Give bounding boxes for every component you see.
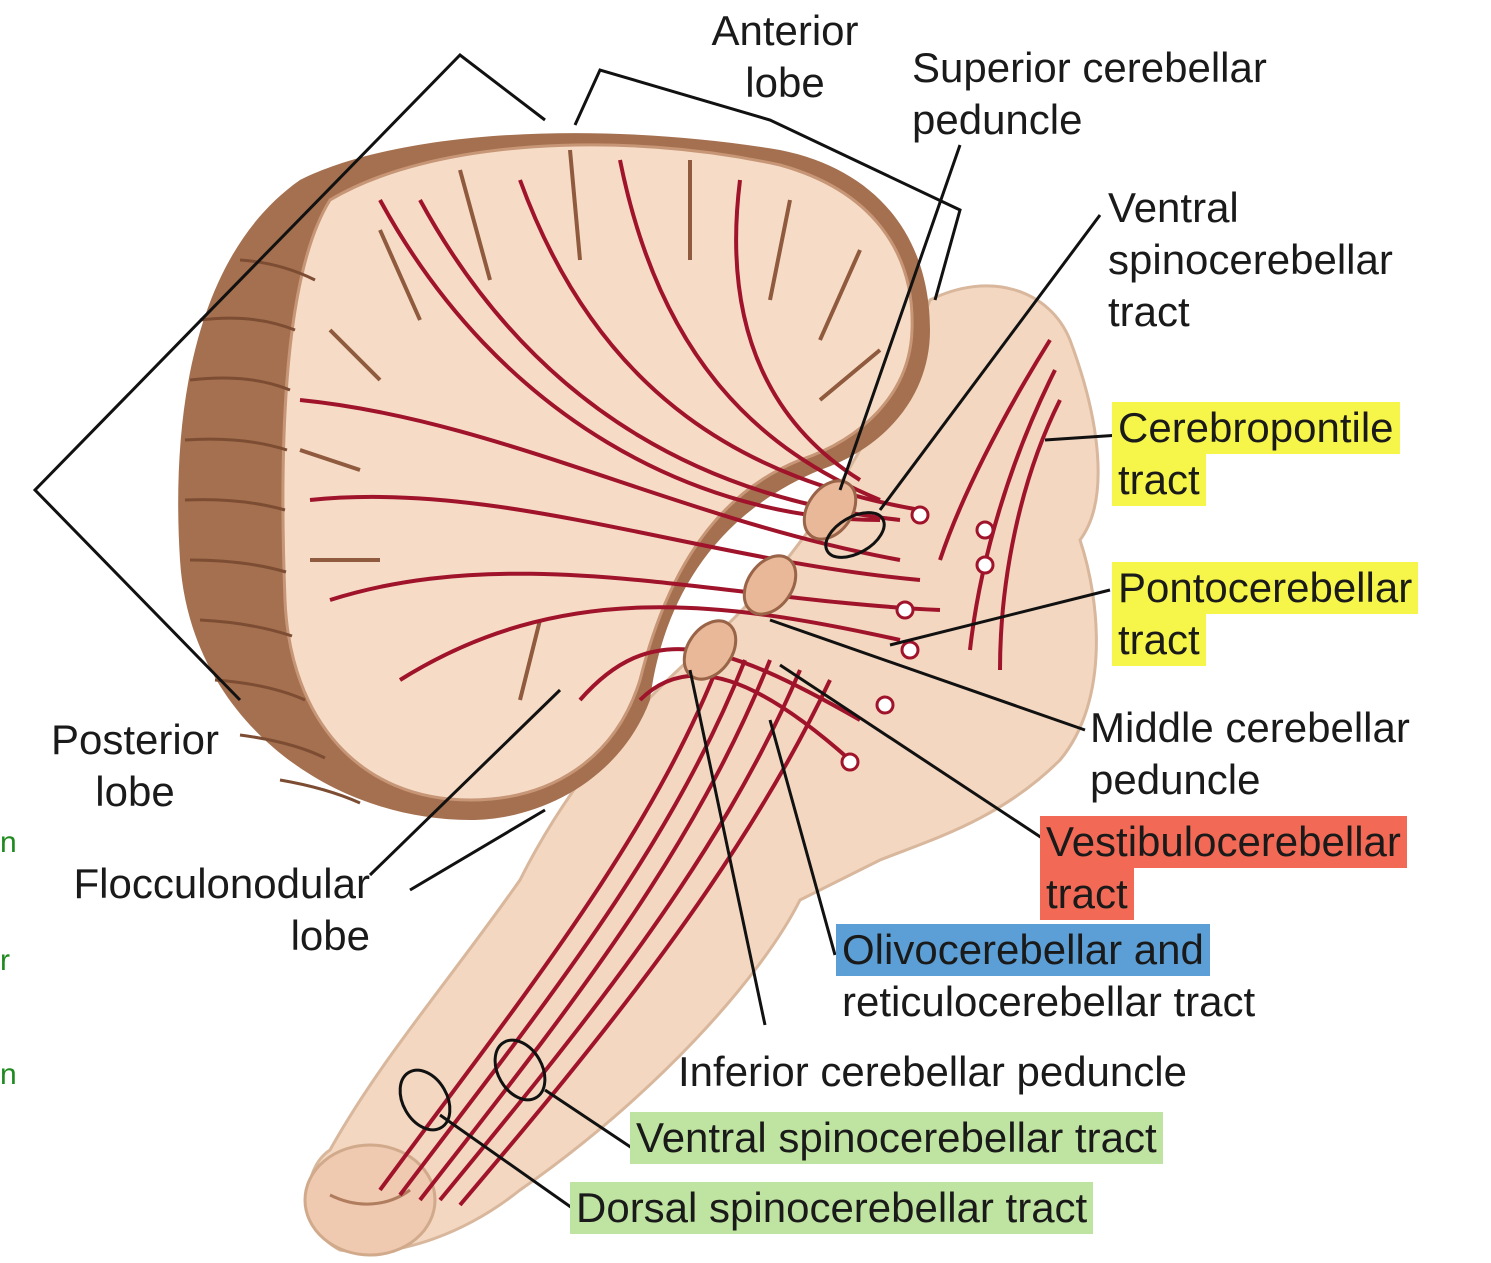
inferior-peduncle-label: Inferior cerebellar peduncle	[678, 1046, 1187, 1098]
anterior-lobe-label: Anterior lobe	[680, 5, 890, 109]
label-line: Flocculonodular	[18, 858, 370, 910]
superior-peduncle-label: Superior cerebellar peduncle	[912, 42, 1267, 146]
label-line: Pontocerebellar	[1112, 562, 1418, 614]
label-line: tract	[1040, 868, 1134, 920]
side-fragment: r	[0, 944, 10, 978]
label-line: Middle cerebellar	[1090, 702, 1410, 754]
cerebropontile-label: Cerebropontile tract	[1112, 402, 1400, 506]
label-line: peduncle	[912, 94, 1267, 146]
posterior-lobe-label: Posterior lobe	[30, 714, 240, 818]
label-line: Dorsal spinocerebellar tract	[570, 1182, 1093, 1234]
dorsal-spino-label: Dorsal spinocerebellar tract	[570, 1182, 1093, 1234]
flocculonodular-label: Flocculonodular lobe	[18, 858, 370, 962]
label-line: spinocerebellar	[1108, 234, 1393, 286]
label-line: Cerebropontile	[1112, 402, 1400, 454]
label-line: Posterior	[30, 714, 240, 766]
olivocerebellar-label: Olivocerebellar and reticulocerebellar t…	[836, 924, 1255, 1028]
label-line: tract	[1112, 614, 1206, 666]
label-line: Olivocerebellar and	[836, 924, 1210, 976]
label-line: lobe	[18, 910, 370, 962]
label-line: tract	[1112, 454, 1206, 506]
label-line: lobe	[680, 57, 890, 109]
label-line: Vestibulocerebellar	[1040, 816, 1407, 868]
pontocerebellar-label: Pontocerebellar tract	[1112, 562, 1418, 666]
ventral-spino-top-label: Ventral spinocerebellar tract	[1108, 182, 1393, 338]
label-line: Anterior	[680, 5, 890, 57]
label-line: reticulocerebellar tract	[836, 976, 1255, 1028]
ventral-spino-bottom-label: Ventral spinocerebellar tract	[630, 1112, 1163, 1164]
label-line: peduncle	[1090, 754, 1410, 806]
label-line: Ventral spinocerebellar tract	[630, 1112, 1163, 1164]
label-line: tract	[1108, 286, 1393, 338]
label-line: Superior cerebellar	[912, 42, 1267, 94]
side-fragment: n	[0, 1058, 17, 1092]
label-line: Ventral	[1108, 182, 1393, 234]
vestibulocerebellar-label: Vestibulocerebellar tract	[1040, 816, 1407, 920]
label-line: lobe	[30, 766, 240, 818]
middle-peduncle-label: Middle cerebellar peduncle	[1090, 702, 1410, 806]
side-fragment: n	[0, 826, 17, 860]
